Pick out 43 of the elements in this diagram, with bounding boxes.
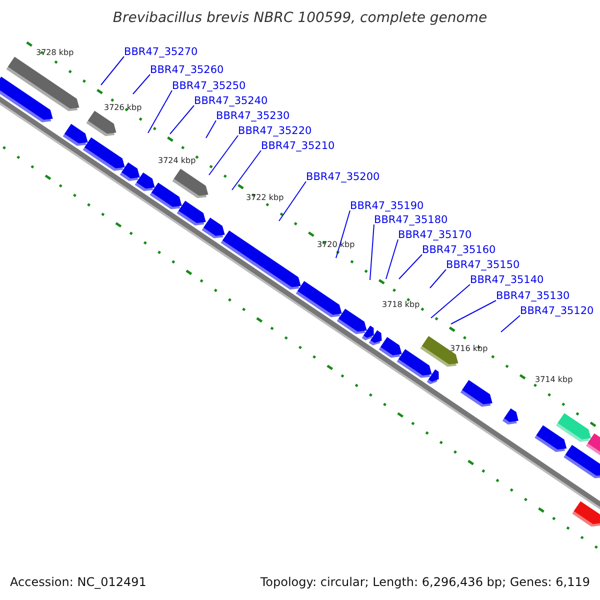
gene-label: BBR47_35230: [216, 111, 290, 122]
leader-line: [206, 120, 216, 138]
scale-label: 3714 kbp: [535, 376, 573, 384]
leader-line: [430, 269, 446, 288]
leader-line: [386, 239, 398, 280]
leader-line: [370, 224, 374, 280]
gene-label: BBR47_35120: [520, 306, 594, 316]
leader-line: [132, 74, 150, 94]
scale-label: 3724 kbp: [158, 157, 196, 165]
genome-summary-text: Topology: circular; Length: 6,296,436 bp; Genes: 6,119: [260, 576, 590, 588]
gene-label: BBR47_35200: [306, 172, 380, 182]
accession-text: Accession: NC_012491: [10, 576, 146, 588]
gene-label: BBR47_35210: [261, 141, 335, 152]
leader-line: [336, 210, 350, 258]
leader-line: [170, 105, 194, 134]
gene-label: BBR47_35220: [238, 126, 312, 136]
gene-label: BBR47_35180: [374, 215, 448, 226]
scale-label: 3718 kbp: [382, 301, 420, 309]
leader-line: [500, 315, 520, 332]
gene-label: BBR47_35270: [124, 47, 198, 58]
leader-line: [450, 300, 496, 324]
leader-line: [208, 135, 238, 176]
gene-label: BBR47_35170: [398, 230, 472, 240]
gene-label: BBR47_35160: [422, 245, 496, 256]
gene-label: BBR47_35240: [194, 96, 268, 106]
leader-line: [430, 284, 470, 318]
gene-label: BBR47_35190: [350, 201, 424, 212]
leader-line: [232, 150, 262, 190]
gene-label: BBR47_35150: [446, 260, 520, 270]
gene-label: BBR47_35130: [496, 291, 570, 302]
scale-label: 3720 kbp: [317, 241, 355, 249]
scale-label: 3716 kbp: [450, 345, 488, 353]
scale-label: 3728 kbp: [36, 49, 74, 57]
scale-label: 3726 kbp: [104, 104, 142, 112]
gene-label: BBR47_35250: [172, 81, 246, 92]
gene-label: BBR47_35260: [150, 65, 224, 76]
scale-label: 3722 kbp: [246, 194, 284, 202]
leader-line: [398, 254, 422, 280]
leader-line: [100, 56, 124, 86]
leader-line: [148, 90, 172, 134]
leader-line: [278, 181, 306, 222]
title: Brevibacillus brevis NBRC 100599, complete genome: [112, 11, 488, 25]
gene-label: BBR47_35140: [470, 275, 544, 286]
